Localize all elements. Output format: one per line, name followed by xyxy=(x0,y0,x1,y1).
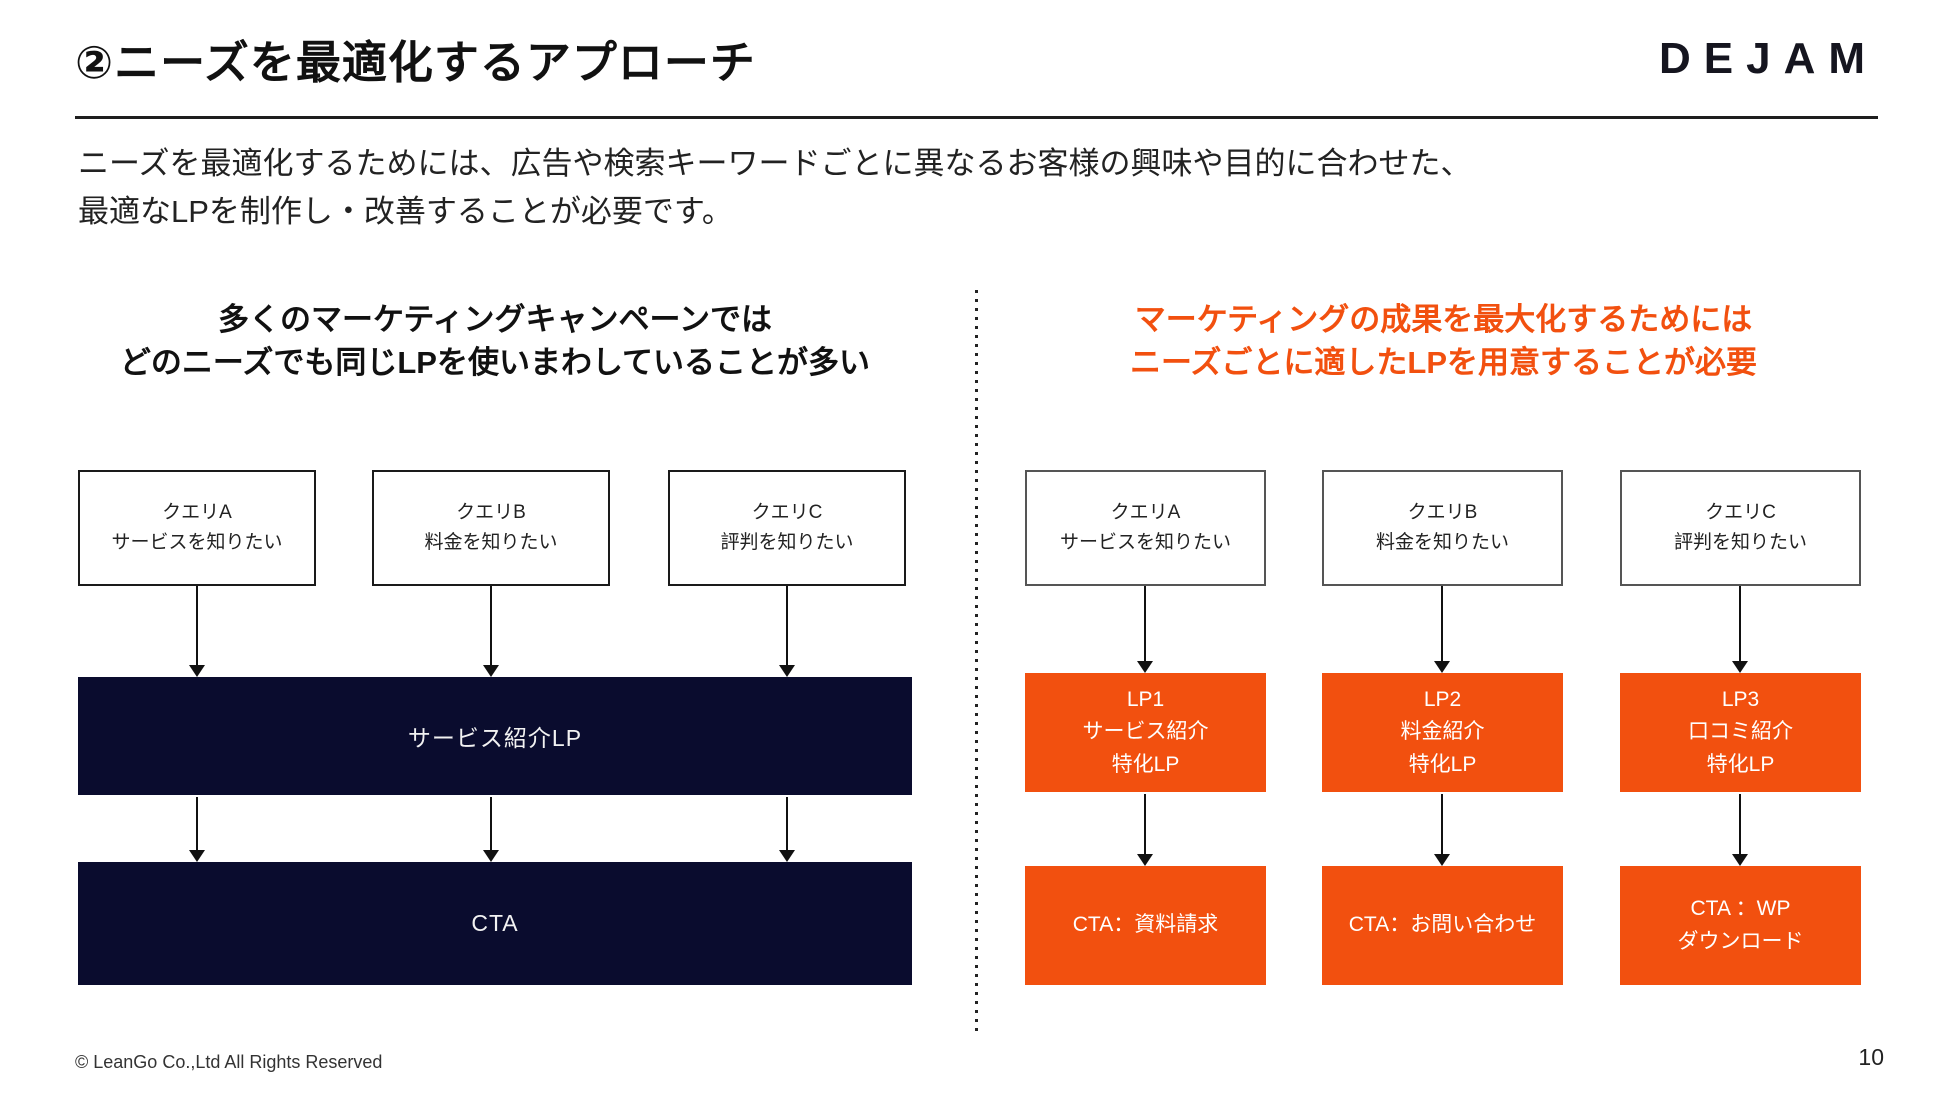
left-query-box-b: クエリB 料金を知りたい xyxy=(372,470,610,586)
down-arrow xyxy=(1136,794,1154,866)
down-arrow xyxy=(1433,586,1451,673)
cta-line-1: CTA：お問い合わせ xyxy=(1348,913,1537,937)
lp-suffix: 特化LP xyxy=(1408,752,1477,776)
lp-topic: 口コミ紹介 xyxy=(1688,720,1793,744)
intro-line-1: ニーズを最適化するためには、広告や検索キーワードごとに異なるお客様の興味や目的に… xyxy=(78,146,1472,181)
shared-lp-bar: サービス紹介LP xyxy=(78,677,912,795)
right-heading-line-2: ニーズごとに適したLPを用意することが必要 xyxy=(1129,345,1758,381)
shared-lp-bar-label: サービス紹介LP xyxy=(407,725,583,751)
lp-number: LP1 xyxy=(1126,687,1165,711)
lp-number: LP2 xyxy=(1423,687,1462,711)
lp3-box: LP3 口コミ紹介 特化LP xyxy=(1620,673,1861,792)
shared-cta-bar: CTA xyxy=(78,862,912,985)
cta-line-1: CTA：資料請求 xyxy=(1072,913,1219,937)
title-underline xyxy=(75,116,1878,119)
lp-suffix: 特化LP xyxy=(1706,752,1775,776)
left-query-box-a: クエリA サービスを知りたい xyxy=(78,470,316,586)
query-label: クエリA xyxy=(162,501,232,523)
lp-suffix: 特化LP xyxy=(1111,752,1180,776)
copyright-text: © LeanGo Co.,Ltd All Rights Reserved xyxy=(75,1052,383,1072)
down-arrow xyxy=(188,797,206,862)
left-column-heading: 多くのマーケティングキャンペーンでは どのニーズでも同じLPを使いまわしているこ… xyxy=(78,298,912,385)
lp-number: LP3 xyxy=(1721,687,1760,711)
shared-cta-bar-label: CTA xyxy=(471,910,519,936)
query-need: 評判を知りたい xyxy=(1673,532,1807,553)
query-label: クエリB xyxy=(456,501,526,523)
cta-box-contact: CTA：お問い合わせ xyxy=(1322,866,1563,985)
down-arrow xyxy=(482,586,500,677)
query-need: 料金を知りたい xyxy=(1375,532,1509,553)
lp2-box: LP2 料金紹介 特化LP xyxy=(1322,673,1563,792)
right-column-heading: マーケティングの成果を最大化するためには ニーズごとに適したLPを用意することが… xyxy=(1025,298,1862,385)
left-heading-line-1: 多くのマーケティングキャンペーンでは xyxy=(218,302,772,337)
cta-box-document-request: CTA：資料請求 xyxy=(1025,866,1266,985)
query-label: クエリA xyxy=(1110,501,1181,523)
query-label: クエリC xyxy=(1705,501,1776,523)
down-arrow xyxy=(778,797,796,862)
intro-text: ニーズを最適化するためには、広告や検索キーワードごとに異なるお客様の興味や目的に… xyxy=(78,140,1471,236)
down-arrow xyxy=(778,586,796,677)
page-title: ②ニーズを最適化するアプローチ xyxy=(75,37,756,88)
down-arrow xyxy=(1433,794,1451,866)
page-number: 10 xyxy=(1858,1044,1884,1070)
query-need: 料金を知りたい xyxy=(424,532,558,553)
down-arrow xyxy=(482,797,500,862)
query-need: サービスを知りたい xyxy=(111,532,283,553)
cta-box-wp-download: CTA ：WP ダウンロード xyxy=(1620,866,1861,985)
down-arrow xyxy=(1136,586,1154,673)
intro-line-2: 最適なLPを制作し・改善することが必要です。 xyxy=(78,194,733,230)
query-need: 評判を知りたい xyxy=(720,532,854,553)
left-query-box-c: クエリC 評判を知りたい xyxy=(668,470,906,586)
cta-line-2: ダウンロード xyxy=(1677,929,1804,953)
lp-topic: サービス紹介 xyxy=(1082,720,1209,744)
down-arrow xyxy=(1731,586,1749,673)
lp1-box: LP1 サービス紹介 特化LP xyxy=(1025,673,1266,792)
dotted-divider xyxy=(975,290,978,1035)
right-query-box-c: クエリC 評判を知りたい xyxy=(1620,470,1861,586)
query-label: クエリB xyxy=(1407,501,1478,523)
query-need: サービスを知りたい xyxy=(1059,532,1231,553)
right-query-box-b: クエリB 料金を知りたい xyxy=(1322,470,1563,586)
right-heading-line-1: マーケティングの成果を最大化するためには xyxy=(1134,302,1753,337)
lp-topic: 料金紹介 xyxy=(1400,720,1485,744)
left-heading-line-2: どのニーズでも同じLPを使いまわしていることが多い xyxy=(119,345,871,381)
dejam-logo: DEJAM xyxy=(1658,34,1878,83)
right-query-box-a: クエリA サービスを知りたい xyxy=(1025,470,1266,586)
down-arrow xyxy=(1731,794,1749,866)
cta-line-1: CTA ：WP xyxy=(1690,896,1791,920)
down-arrow xyxy=(188,586,206,677)
query-label: クエリC xyxy=(751,501,823,523)
